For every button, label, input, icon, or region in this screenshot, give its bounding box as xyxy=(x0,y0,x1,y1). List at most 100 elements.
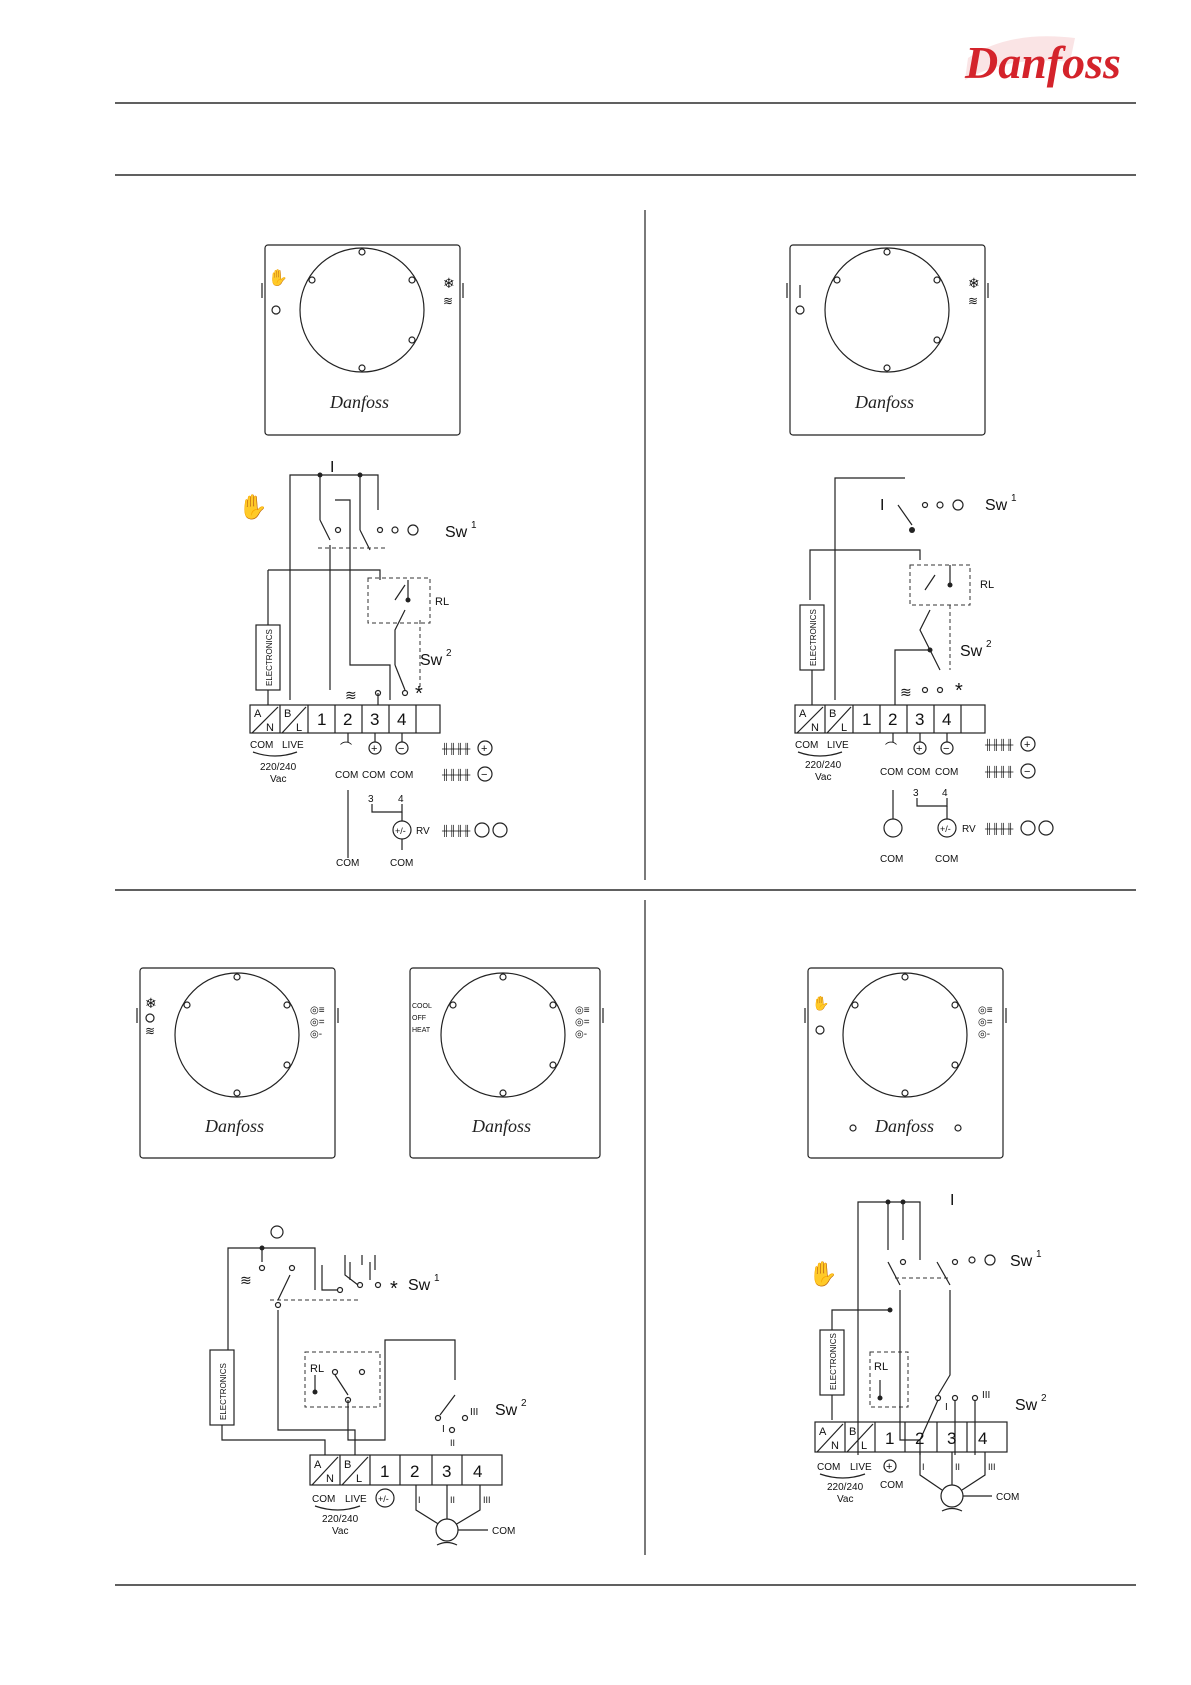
heat-icon: ≋ xyxy=(145,1024,155,1038)
svg-text:+: + xyxy=(1024,739,1030,751)
svg-text:L: L xyxy=(861,1440,867,1452)
svg-text:4: 4 xyxy=(473,1462,482,1481)
svg-text:ELECTRONICS: ELECTRONICS xyxy=(219,1363,228,1420)
svg-text:╫╫╫╫: ╫╫╫╫ xyxy=(984,765,1014,779)
svg-text:*: * xyxy=(415,683,423,705)
thermostat-front-3a: Danfoss ❄ ≋ ◎≡ ◎= ◎- xyxy=(136,967,339,1159)
svg-text:2: 2 xyxy=(1041,1393,1047,1404)
svg-text:LIVE: LIVE xyxy=(282,740,304,751)
fan-speed-icon: ◎≡ xyxy=(310,1005,325,1016)
thermo-icon xyxy=(883,818,903,838)
svg-text:I: I xyxy=(945,1402,948,1413)
svg-text:╫╫╫╫: ╫╫╫╫ xyxy=(984,822,1014,836)
svg-text:−: − xyxy=(1024,766,1030,778)
svg-text:◎=: ◎= xyxy=(978,1017,993,1028)
svg-text:N: N xyxy=(811,722,819,734)
svg-text:3: 3 xyxy=(947,1429,956,1448)
svg-text:Sw: Sw xyxy=(960,643,983,660)
svg-text:I: I xyxy=(442,1424,445,1435)
svg-text:3: 3 xyxy=(368,794,374,805)
svg-text:COM: COM xyxy=(390,770,413,781)
svg-text:I: I xyxy=(330,459,334,476)
svg-text:Danfoss: Danfoss xyxy=(854,392,914,412)
svg-text:RV: RV xyxy=(416,826,430,837)
thermostat-front-4: Danfoss ✋ ◎≡ ◎= ◎- xyxy=(804,967,1007,1159)
svg-text:COM: COM xyxy=(492,1526,515,1537)
svg-text:+/-: +/- xyxy=(395,826,406,836)
svg-text:RV: RV xyxy=(962,824,976,835)
svg-text:I: I xyxy=(418,1495,421,1505)
svg-text:Vac: Vac xyxy=(815,772,832,783)
motor-icon xyxy=(435,1518,459,1542)
wiring-4: I ✋ Sw 1 ELECTRONICS RL xyxy=(808,1192,1047,1512)
svg-text:RL: RL xyxy=(874,1361,888,1373)
snowflake-icon: ❄ xyxy=(443,275,455,291)
svg-text:COM: COM xyxy=(817,1462,840,1473)
heat-icon: ≋ xyxy=(345,687,357,703)
heat-icon: ≋ xyxy=(240,1272,252,1288)
svg-text:RL: RL xyxy=(435,596,449,608)
svg-text:2: 2 xyxy=(521,1398,527,1409)
panel-top-left: Danfoss ✋ ❄ ≋ ✋ I Sw 1 xyxy=(238,244,508,869)
svg-text:+/-: +/- xyxy=(940,824,951,834)
svg-text:1: 1 xyxy=(434,1273,440,1284)
svg-text:Sw: Sw xyxy=(445,524,468,541)
svg-text:A: A xyxy=(254,708,262,720)
wiring-3: ≋ * Sw 1 ELECTRONICS RL xyxy=(209,1225,527,1546)
svg-text:L: L xyxy=(296,722,302,734)
svg-text:RL: RL xyxy=(310,1363,324,1375)
svg-text:3: 3 xyxy=(915,710,924,729)
svg-text:COM: COM xyxy=(335,770,358,781)
svg-text:III: III xyxy=(470,1407,478,1418)
fan-speed-icon: ◎≡ xyxy=(978,1005,993,1016)
heat-icon: ≋ xyxy=(900,684,912,700)
svg-text:1: 1 xyxy=(1036,1249,1042,1260)
minus-circle-icon xyxy=(395,741,409,755)
svg-text:1: 1 xyxy=(862,710,871,729)
svg-text:1: 1 xyxy=(471,520,477,531)
svg-text:╫╫╫╫: ╫╫╫╫ xyxy=(441,768,471,782)
svg-text:2: 2 xyxy=(343,710,352,729)
svg-text:2: 2 xyxy=(915,1429,924,1448)
svg-text:III: III xyxy=(988,1462,996,1472)
wiring-1: ✋ I Sw 1 RL ELECTRONICS xyxy=(238,459,508,869)
svg-text:LIVE: LIVE xyxy=(345,1494,367,1505)
svg-text:2: 2 xyxy=(410,1462,419,1481)
svg-text:3: 3 xyxy=(442,1462,451,1481)
fan-icon: ⌒ xyxy=(885,741,897,755)
svg-text:B: B xyxy=(829,708,836,720)
svg-text:1: 1 xyxy=(380,1462,389,1481)
svg-text:COM: COM xyxy=(795,740,818,751)
svg-text:−: − xyxy=(481,769,487,781)
svg-text:ELECTRONICS: ELECTRONICS xyxy=(265,629,274,686)
svg-text:HEAT: HEAT xyxy=(412,1027,431,1034)
svg-text:COM: COM xyxy=(312,1494,335,1505)
snowflake-icon: ❄ xyxy=(968,275,980,291)
fan-icon: ⌒ xyxy=(340,741,352,755)
svg-text:4: 4 xyxy=(942,788,948,799)
svg-text:I: I xyxy=(880,497,884,514)
svg-text:220/240: 220/240 xyxy=(260,762,297,773)
svg-text:╫╫╫╫: ╫╫╫╫ xyxy=(441,824,471,838)
svg-text:II: II xyxy=(450,1495,455,1505)
svg-text:220/240: 220/240 xyxy=(322,1514,359,1525)
svg-text:N: N xyxy=(831,1440,839,1452)
svg-text:COM: COM xyxy=(935,854,958,865)
svg-text:ELECTRONICS: ELECTRONICS xyxy=(809,609,818,666)
svg-text:◎=: ◎= xyxy=(310,1017,325,1028)
minus-circle-icon xyxy=(940,741,954,755)
logo-text: Danfoss xyxy=(964,37,1121,88)
svg-text:B: B xyxy=(344,1459,351,1471)
svg-text:COM: COM xyxy=(880,854,903,865)
fan-speed-icon: ◎≡ xyxy=(575,1005,590,1016)
svg-text:1: 1 xyxy=(1011,493,1017,504)
svg-text:A: A xyxy=(819,1426,827,1438)
svg-text:I: I xyxy=(922,1462,925,1472)
terminal-block-2: A N B L 1 2 3 4 xyxy=(794,704,986,734)
terminal-block-4: A N B L 1 2 3 4 xyxy=(814,1421,1008,1453)
svg-text:A: A xyxy=(314,1459,322,1471)
svg-text:◎-: ◎- xyxy=(575,1029,587,1040)
svg-text:L: L xyxy=(841,722,847,734)
svg-text:4: 4 xyxy=(978,1429,987,1448)
svg-text:◎=: ◎= xyxy=(575,1017,590,1028)
